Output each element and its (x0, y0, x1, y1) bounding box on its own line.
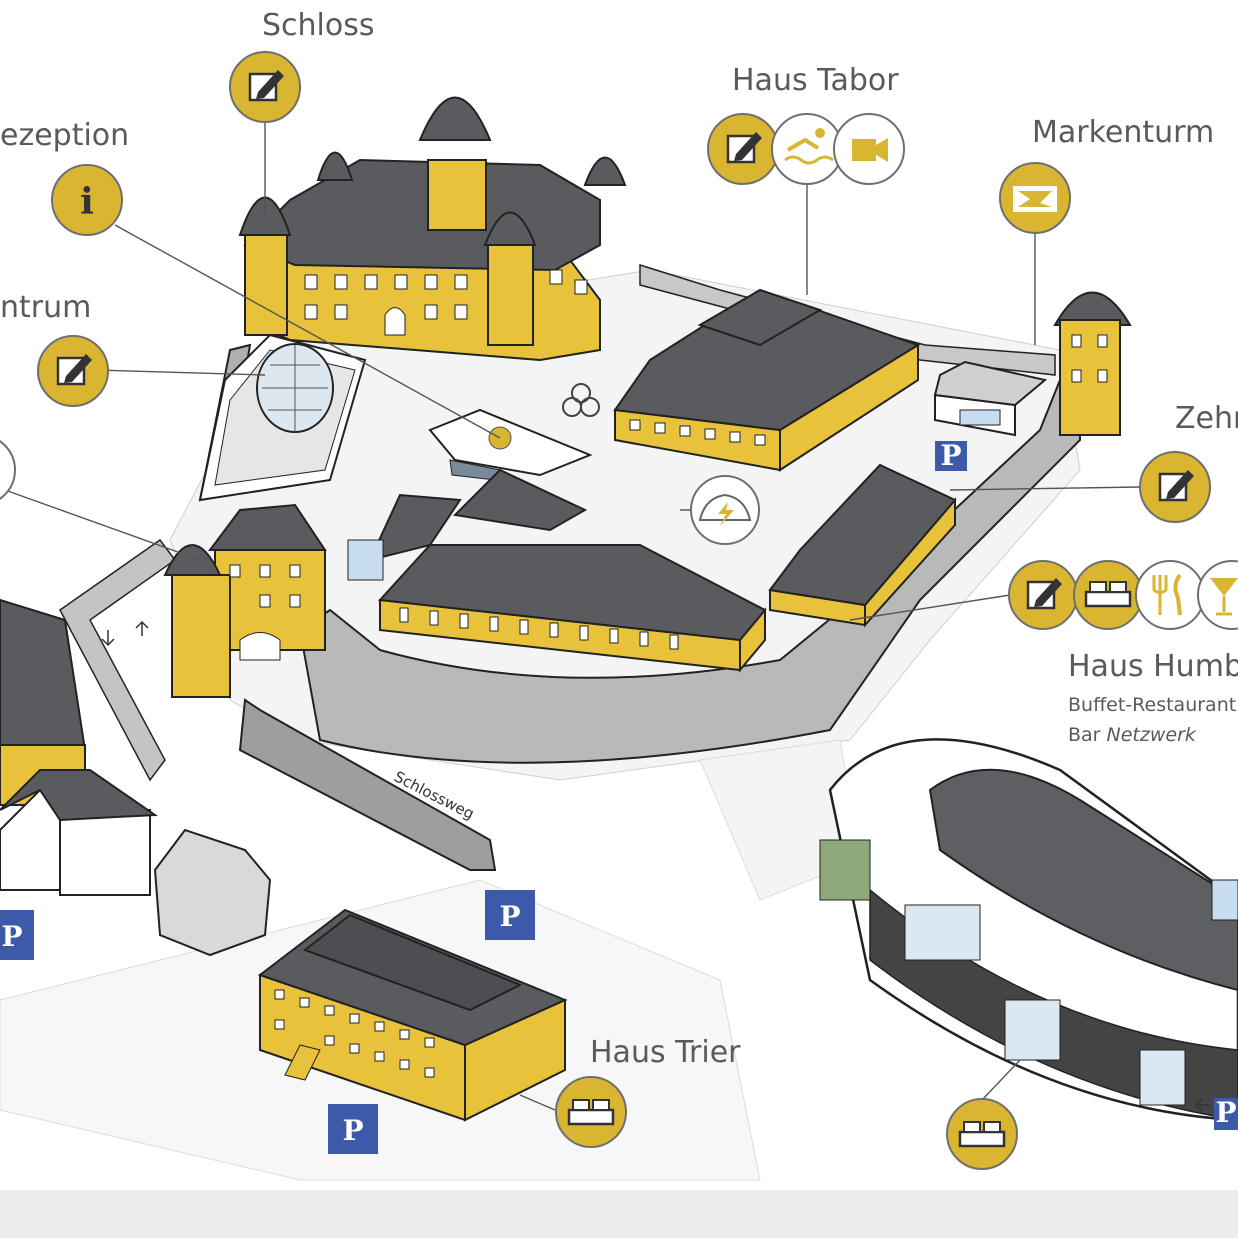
parking-sign-tabor[interactable]: P (935, 439, 967, 472)
pin-humba-bed[interactable] (1073, 560, 1143, 630)
parking-icon: P (1215, 1096, 1236, 1129)
bed-icon (958, 1121, 1006, 1148)
parking-icon: P (940, 439, 961, 472)
label-buffet: Buffet-Restaurant U (1068, 694, 1238, 716)
zentrum-building[interactable] (198, 333, 367, 502)
label-haus-trier: Haus Trier (590, 1035, 741, 1070)
castle-walls (59, 263, 1081, 871)
pin-humba-restaurant[interactable] (1135, 560, 1205, 630)
trier-windows (274, 989, 435, 1078)
info-icon: i (80, 181, 94, 223)
label-bar: Bar Netzwerk (1068, 724, 1197, 746)
label-haus-humba: Haus Humba (1068, 649, 1238, 684)
pin-left-partial[interactable] (0, 435, 16, 505)
cocktail-icon (1210, 578, 1238, 616)
leader-lines (4, 115, 1141, 1111)
pin-humba-edit[interactable] (1008, 560, 1078, 630)
label-zehn: Zehn (1175, 401, 1238, 436)
label-markenturm: Markenturm (1032, 115, 1214, 150)
left-buildings[interactable] (0, 598, 272, 957)
parking-icon: P (499, 900, 520, 933)
parking-sign-arena[interactable]: P (1214, 1096, 1238, 1130)
haus-tabor-building[interactable] (613, 288, 921, 472)
pin-zehn-edit[interactable] (1139, 451, 1211, 523)
haus-humba-building[interactable] (347, 468, 767, 673)
rings-logo-icon (562, 383, 600, 417)
video-camera-icon (852, 138, 888, 162)
label-schloss: Schloss (262, 8, 375, 43)
zehn-building[interactable] (768, 463, 957, 628)
pin-arena-bed[interactable] (946, 1098, 1018, 1170)
label-haus-tabor: Haus Tabor (732, 63, 899, 98)
markenturm-tower[interactable] (1053, 291, 1132, 436)
parking-sign-trier[interactable]: P (328, 1104, 378, 1154)
schloss-building[interactable] (238, 96, 627, 362)
stair-arrows (101, 620, 1210, 1112)
bed-icon (1084, 581, 1132, 608)
edit-icon (1026, 578, 1062, 610)
gate-windows (229, 564, 301, 608)
label-bar-name: Netzwerk (1107, 724, 1197, 746)
edit-icon (1158, 470, 1194, 502)
pin-tabor-edit[interactable] (707, 113, 779, 185)
pin-schloss-edit[interactable] (229, 51, 301, 123)
fork-knife-icon (1152, 573, 1182, 616)
edit-icon (726, 132, 762, 164)
haus-trier-building[interactable] (257, 908, 568, 1122)
bank-logo-icon (1013, 186, 1057, 212)
pin-charging[interactable] (690, 475, 760, 545)
parking-building[interactable] (933, 360, 1048, 437)
parking-icon: P (342, 1114, 363, 1147)
arena-building[interactable] (819, 738, 1238, 1122)
pin-trier-bed[interactable] (555, 1076, 627, 1148)
label-rezeption: ezeption (0, 118, 129, 153)
parking-sign-schlossweg[interactable]: P (485, 890, 535, 940)
edit-icon (56, 354, 92, 386)
parking-icon: P (1, 920, 22, 953)
pin-rezeption-info[interactable]: i (51, 164, 123, 236)
arrow-up-icon (135, 620, 149, 636)
ev-charging-icon (698, 493, 752, 526)
label-zentrum: ntrum (0, 290, 91, 325)
edit-icon (248, 70, 284, 102)
tabor-windows (629, 419, 766, 446)
humba-windows (399, 607, 679, 650)
bed-icon (567, 1099, 615, 1126)
pin-tabor-video[interactable] (833, 113, 905, 185)
parking-sign-left[interactable]: P (0, 910, 34, 960)
schloss-windows (304, 269, 588, 336)
arrow-down-icon (101, 630, 115, 647)
gate-building[interactable] (163, 503, 327, 698)
swimming-icon (784, 128, 834, 165)
arrow-left-icon (1194, 1098, 1210, 1112)
pin-tabor-swim[interactable] (771, 113, 843, 185)
pin-humba-bar[interactable] (1197, 560, 1238, 630)
label-bar-prefix: Bar (1068, 724, 1107, 746)
pin-markenturm-bank[interactable] (999, 162, 1071, 234)
pin-zentrum-edit[interactable] (37, 335, 109, 407)
